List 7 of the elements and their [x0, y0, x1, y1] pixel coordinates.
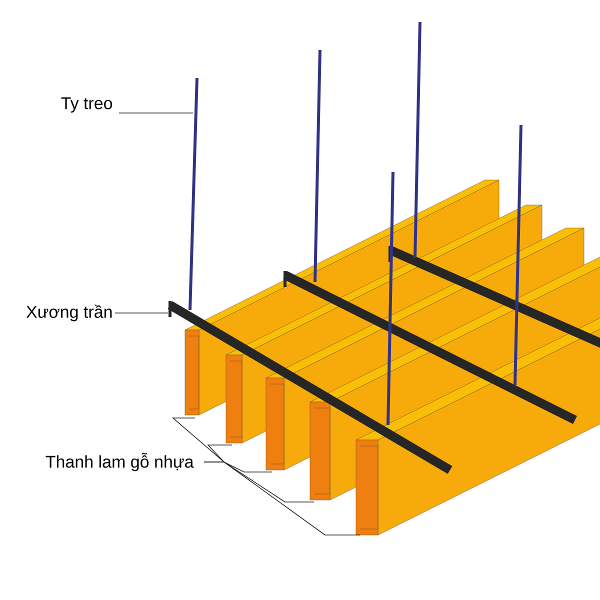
leader-line: [114, 312, 168, 314]
part-label: Thanh lam gỗ nhựa: [46, 452, 194, 472]
leader-line: [118, 112, 194, 114]
part-label: Ty treo: [61, 97, 112, 113]
leader-line: [172, 418, 226, 462]
part-label: Xương trần: [26, 304, 112, 322]
leader-line: [204, 462, 360, 536]
